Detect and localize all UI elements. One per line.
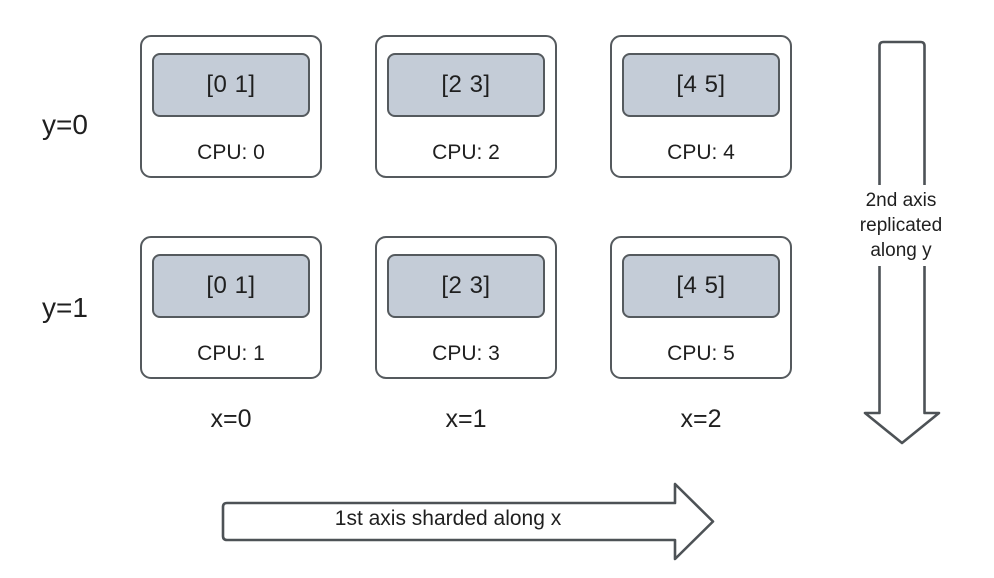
device-cell-x1-y1[interactable]: [2 3] CPU: 3 xyxy=(375,236,557,379)
device-cell-x1-y0[interactable]: [2 3] CPU: 2 xyxy=(375,35,557,178)
vertical-arrow-label: 2nd axis replicated along y xyxy=(836,185,966,266)
device-cell-x0-y0[interactable]: [0 1] CPU: 0 xyxy=(140,35,322,178)
vertical-arrow-label-line-2: replicated xyxy=(859,215,943,236)
cpu-label: CPU: 2 xyxy=(432,141,500,164)
col-label-x0: x=0 xyxy=(210,405,252,433)
chunk-label: [0 1] xyxy=(152,53,310,117)
cpu-label: CPU: 0 xyxy=(197,141,265,164)
vertical-arrow-label-line-3: along y xyxy=(870,240,932,261)
vertical-arrow-label-line-1: 2nd axis xyxy=(865,190,937,211)
device-cell-x2-y1[interactable]: [4 5] CPU: 5 xyxy=(610,236,792,379)
row-label-y1: y=1 xyxy=(42,292,88,323)
device-cell-x2-y0[interactable]: [4 5] CPU: 4 xyxy=(610,35,792,178)
horizontal-arrow-label: 1st axis sharded along x xyxy=(334,507,562,530)
chunk-label: [0 1] xyxy=(152,254,310,318)
chunk-label: [4 5] xyxy=(622,254,780,318)
horizontal-sharding-arrow-icon xyxy=(221,482,715,561)
cpu-label: CPU: 1 xyxy=(197,342,265,365)
chunk-label: [4 5] xyxy=(622,53,780,117)
cpu-label: CPU: 4 xyxy=(667,141,735,164)
cpu-label: CPU: 3 xyxy=(432,342,500,365)
chunk-label: [2 3] xyxy=(387,254,545,318)
chunk-label: [2 3] xyxy=(387,53,545,117)
col-label-x1: x=1 xyxy=(445,405,487,433)
cpu-label: CPU: 5 xyxy=(667,342,735,365)
row-label-y0: y=0 xyxy=(42,109,88,140)
device-cell-x0-y1[interactable]: [0 1] CPU: 1 xyxy=(140,236,322,379)
col-label-x2: x=2 xyxy=(680,405,722,433)
